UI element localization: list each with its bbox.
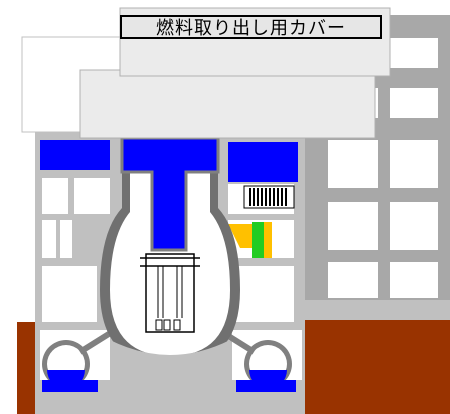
vessel-pedestal (110, 340, 230, 378)
reactor-well-water (120, 136, 220, 252)
suppression-chamber-left (40, 329, 114, 389)
fuel-pool-left (40, 140, 110, 170)
cover-title-label: 燃料取り出し用カバー (120, 15, 382, 39)
spent-fuel-pool (228, 142, 298, 182)
basement-water-right (236, 380, 296, 392)
fuel-rack (243, 185, 295, 209)
reactor-pressure-vessel (140, 253, 200, 333)
ground-left (17, 322, 40, 414)
basement-water-left (42, 380, 98, 392)
ground-right (305, 320, 450, 414)
left-rooms (42, 178, 110, 322)
equipment-block (228, 222, 272, 258)
